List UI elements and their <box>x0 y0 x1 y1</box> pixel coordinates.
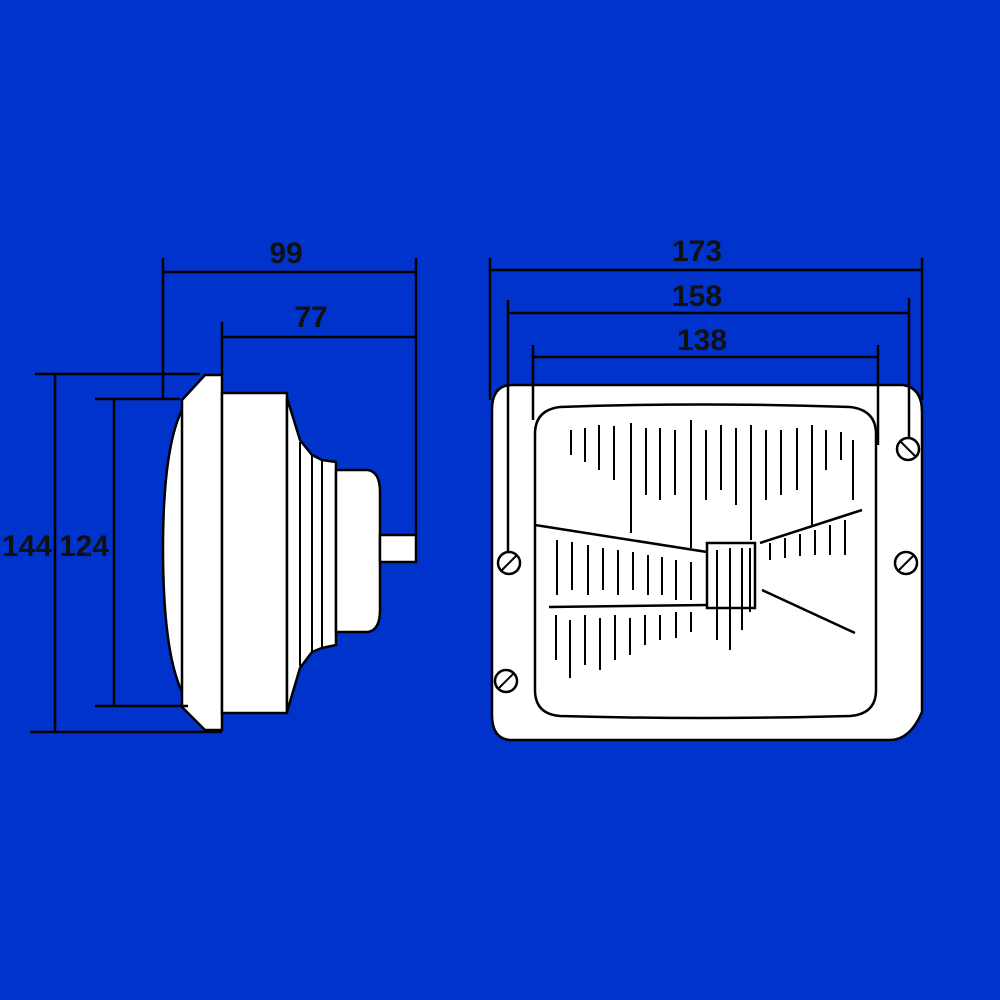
dimension-body-depth: 77 <box>220 301 416 375</box>
dimension-overall-width-label: 173 <box>672 235 722 268</box>
side-socket <box>334 468 382 634</box>
side-view: 99 77 144 124 <box>2 237 418 734</box>
front-lens <box>533 403 878 720</box>
dimension-body-depth-label: 77 <box>294 301 327 334</box>
lens-prism-pattern <box>534 420 863 678</box>
dimension-lens-width-label: 138 <box>677 324 727 357</box>
side-body <box>220 391 289 715</box>
screw-mid-right <box>893 550 919 576</box>
dimension-overall-width: 173 <box>488 235 924 400</box>
dimension-lens-width: 138 <box>531 324 880 445</box>
dimension-screw-spacing-label: 158 <box>672 280 722 313</box>
side-flange <box>180 373 224 732</box>
dimension-overall-height-label: 144 <box>2 530 52 563</box>
dimension-overall-depth: 99 <box>161 237 418 535</box>
screw-bottom-left <box>493 668 519 694</box>
dimension-screw-spacing: 158 <box>506 280 911 552</box>
screw-top-right <box>895 436 921 462</box>
dimension-lens-height: 124 <box>59 397 188 708</box>
dimension-overall-height: 144 <box>2 372 222 734</box>
screw-mid-left <box>496 550 522 576</box>
dimension-overall-depth-label: 99 <box>269 237 302 270</box>
dimension-lens-height-label: 124 <box>59 530 109 563</box>
front-view: 173 158 138 <box>488 235 924 742</box>
side-connector <box>378 533 418 564</box>
